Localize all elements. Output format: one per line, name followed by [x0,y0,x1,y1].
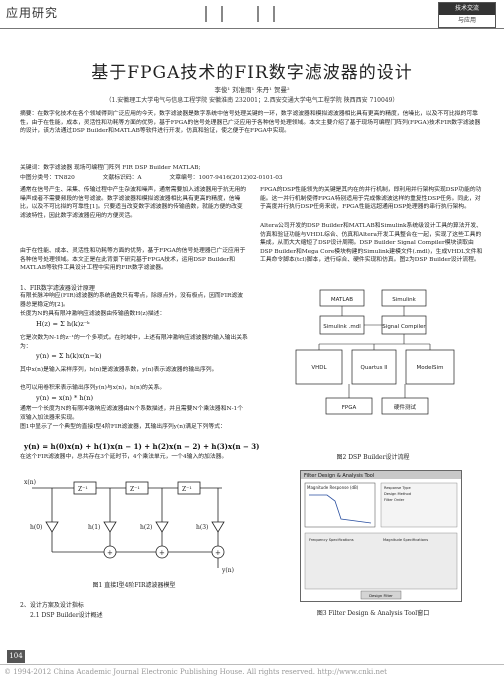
flow-fpga: FPGA [342,405,357,411]
author-list: 李俊¹ 刘准雨¹ 朱丹¹ 贺曼² [214,86,290,94]
delay-2-label: Z⁻¹ [130,486,140,493]
badge-bottom: 与应用 [457,17,476,24]
dsp-builder-flow-diagram: MATLAB Simulink Simulink .mdl Signal Com… [295,289,455,415]
delay-1-label: Z⁻¹ [78,486,88,493]
fir-filter-diagram: x(n) Z⁻¹ Z⁻¹ Z⁻¹ h(0) h(1) h(2) h(3) + +… [24,479,234,574]
fdatool-window: Filter Design & Analysis Tool Magnitude … [300,470,462,602]
paper-title: 基于FPGA技术的FIR数字滤波器的设计 [91,63,413,83]
sec1-para-3: 它是次数为N-1的z⁻¹的一个多项式。在时域中，上述有限冲激响应滤波器的输入输出… [20,335,248,350]
fdatool-screenshot: Filter Design & Analysis Tool Magnitude … [301,471,461,600]
keywords: 关键词：数字滤波器 现场可编程门阵列 FIR DSP Builder MATLA… [20,165,201,171]
sec1-para-4: 其中x(n)是输入采样序列，h(n)是滤波器系数，y(n)表示滤波器的输出序列。 [20,367,218,373]
section-2-heading: 2、设计方案及设计指标 [20,602,84,609]
sec1-para-7: 图1中显示了一个典型的直接I型4阶FIR滤波器，其输出序列y(n)满足下列等式： [20,424,226,430]
spec-magnitude: Magnitude Specifications [383,538,428,542]
figure-3-caption: 图3 Filter Design & Analysis Tool窗口 [316,610,430,617]
equation-2: y(n) = Σ h(k)x(n−k) [36,352,102,360]
sec1-para-6: 通常一个长度为N的有限冲激响应滤波器由N个系数描述，并且需要N个乘法器和N-1个… [20,406,244,421]
flow-hw-test: 硬件测试 [394,403,417,411]
spec-design-method: Design Method [384,492,411,496]
flow-vhdl: VHDL [311,365,327,371]
design-filter-button: Design Filter [369,593,393,598]
abstract: 摘要：在数字化技术在各个领域得到广泛应用的今天，数字滤波器是数字系统中信号处理关… [20,111,481,135]
section-label: 应用研究 [6,6,59,20]
affiliation: （1.安徽理工大学电气与信息工程学院 安徽淮南 232001；2.西安交通大学电… [105,97,399,104]
footer-rule [0,664,504,665]
classification-row: 中图分类号：TN820 文献标识码：A 文章编号：1007-9416(2012)… [20,172,486,181]
copyright-notice: © 1994-2012 China Academic Journal Elect… [4,668,387,676]
spec-frequency: Frequency Specifications [309,538,354,542]
clc-number: 中图分类号：TN820 [20,175,75,181]
spec-response-type: Response Type [384,486,411,490]
flow-simulink: Simulink [392,297,416,303]
fdatool-plot-label: Magnitude Response (dB) [307,485,359,490]
input-label: x(n) [24,479,36,486]
article-number: 文章编号：1007-9416(2012)02-0101-03 [169,175,283,181]
coef-2-label: h(2) [140,524,152,531]
sec1-para-5: 也可以用卷积来表示输出序列y(n)与x(n)，h(n)的关系。 [20,385,166,391]
svg-text:+: + [159,549,165,557]
running-header: 应用研究 技术交流 与应用 [0,0,504,32]
coef-3-label: h(3) [196,524,208,531]
delay-3-label: Z⁻¹ [182,486,192,493]
fdatool-title: Filter Design & Analysis Tool [304,473,374,479]
page-number: 104 [7,650,25,663]
intro-paragraph-2: 由于在性能、成本、灵活性和功耗等方面的优势，基于FPGA的信号处理器已广泛应用于… [20,248,246,271]
doc-code: 文献标识码：A [102,175,142,181]
flow-mdl: Simulink .mdl [323,324,361,330]
flow-modelsim: ModelSim [417,365,444,371]
equation-1: H(z) = Σ h(k)z⁻ᵏ [36,320,90,328]
flow-quartus: Quartus II [361,365,388,371]
badge-top: 技术交流 [439,3,495,15]
intro-paragraph: 通常在信号产生、采集、传输过程中产生杂波和噪声，通常需要加入滤波器用于抗无用的噪… [20,187,247,219]
section-2-1-heading: 2.1 DSP Builder设计概述 [30,612,103,619]
header-rule [0,28,504,29]
flow-matlab: MATLAB [331,297,353,303]
equation-4: y(n) = h(0)x(n) + h(1)x(n − 1) + h(2)x(n… [24,442,260,451]
sec1-para-8: 在这个FIR滤波器中，总共存在3个延时节，4个乘法单元，一个4输入的加法器。 [20,454,228,460]
coef-0-label: h(0) [30,524,42,531]
figure-2-caption: 图2 DSP Builder设计流程 [336,454,410,461]
sec1-para-2: 长度为N的具有限冲激响应滤波器由传输函数H(z)描述： [20,311,166,317]
header-decoration [205,6,275,22]
flow-signal-compiler: Signal Compiler [382,324,426,330]
output-label: y(n) [221,567,234,574]
sec1-para-1: 有限长脉冲响应(FIR)滤波器的系统函数只有零点，除原点外，没有极点，因而FIR… [20,293,243,308]
svg-text:+: + [107,549,113,557]
column-badge: 技术交流 与应用 [438,2,496,28]
spec-filter-order: Filter Order [384,498,405,502]
coef-1-label: h(1) [88,524,100,531]
equation-3: y(n) = x(n) * h(n) [36,394,94,402]
section-1-heading: 1、FIR数字滤波器设计原理 [20,285,95,292]
right-para-2: Altera公司开发的DSP Builder和MATLAB和Simulink系统… [260,223,483,263]
svg-text:+: + [215,549,221,557]
right-para-1: FPGA的DSP性能领先的关键是其内在的并行机制，即利用并行架构实现DSP功能的… [260,187,482,210]
figure-1-caption: 图1 直接I型4阶FIR滤波器模型 [92,582,176,589]
